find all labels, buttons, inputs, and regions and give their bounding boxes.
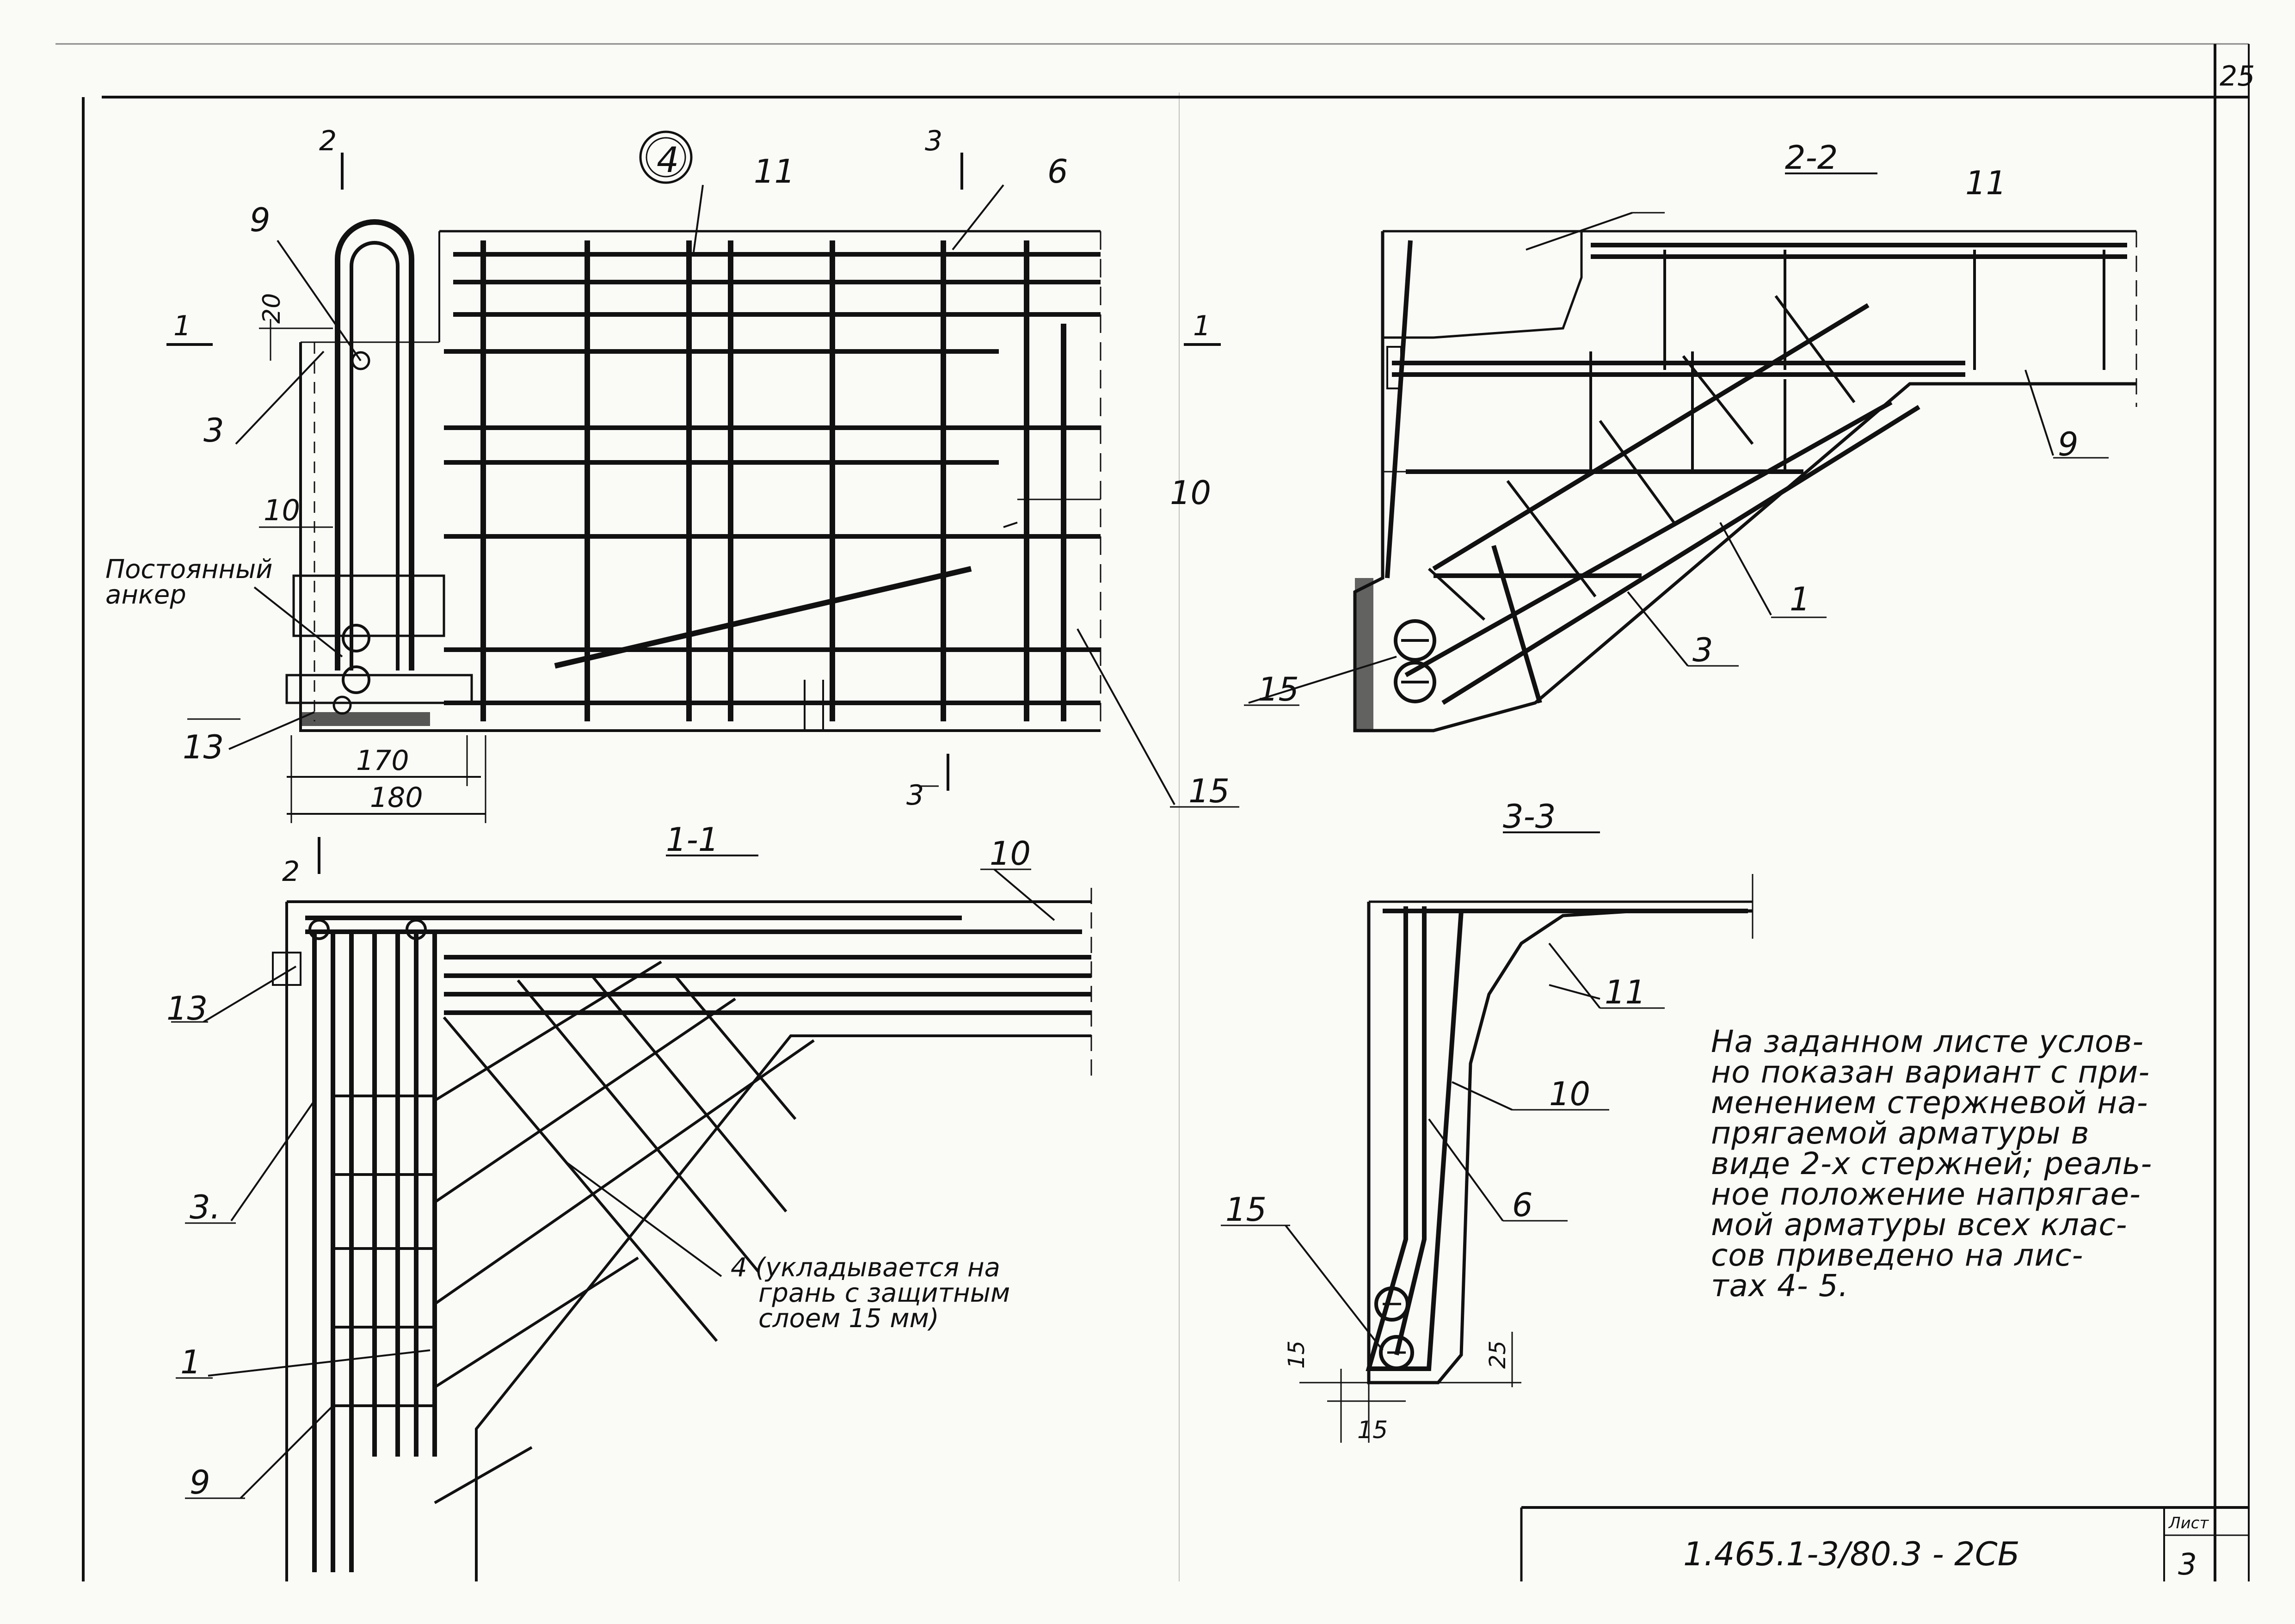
section-2-2-callout-9: 9 (2058, 425, 2079, 463)
drawing-code: 1.465.1-3/80.3 - 2СБ (1683, 1535, 2020, 1573)
view-4-callout-9: 9 (250, 201, 271, 239)
note-line: сов приведено на лис- (1711, 1237, 2084, 1273)
section-2-2-callout-15: 15 (1258, 671, 1299, 708)
section-mark-2-bottom: 2 (282, 855, 300, 888)
section-1-1-callout-3: 3. (190, 1188, 221, 1226)
section-3-3-dim-25: 25 (1485, 1341, 1511, 1369)
section-3-3-callout-11: 11 (1605, 973, 1646, 1011)
sheet-frame (55, 43, 2250, 1581)
view-4-callout-10b: 10 (1170, 474, 1211, 512)
section-1-1-note-line-2: грань с защитным (758, 1278, 1010, 1308)
section-1-1-callout-9: 9 (190, 1464, 210, 1501)
view-4-callout-6: 6 (1047, 153, 1068, 191)
view-4-dim-180: 180 (370, 781, 423, 814)
section-2-2-callout-1: 1 (1790, 580, 1810, 618)
section-2-2 (1244, 172, 2137, 732)
section-3-3-title: 3-3 (1503, 798, 1556, 836)
anchor-label-2: анкер (105, 580, 186, 610)
page-number: 25 (2220, 60, 2255, 92)
view-4-marker: 4 (657, 139, 679, 180)
note-line: ное положение напрягае- (1711, 1176, 2141, 1212)
view-4-dim-20: 20 (258, 293, 286, 324)
view-4-callout-10: 10 (264, 493, 300, 527)
view-4-plan (166, 130, 1239, 874)
section-mark-1-right: 1 (1193, 310, 1211, 342)
sheet-label: Лист (2168, 1514, 2209, 1532)
section-3-3-dim-15-bottom: 15 (1357, 1416, 1388, 1444)
section-mark-3-top: 3 (925, 125, 942, 157)
section-3-3-callout-10: 10 (1549, 1075, 1590, 1113)
section-3-3-callout-6: 6 (1512, 1186, 1533, 1224)
section-mark-1-left: 1 (173, 310, 191, 342)
anchor-label-1: Постоянный (105, 554, 273, 584)
section-2-2-title: 2-2 (1785, 139, 1838, 177)
note-line: мой арматуры всех клас- (1711, 1207, 2128, 1243)
view-4-callout-13: 13 (183, 728, 224, 766)
note-line: менением стержневой на- (1711, 1085, 2148, 1120)
section-1-1-callout-1: 1 (180, 1343, 201, 1381)
view-4-dim-170: 170 (356, 744, 409, 777)
section-1-1-callout-10: 10 (990, 835, 1031, 873)
note-line: На заданном листе услов- (1711, 1024, 2144, 1059)
section-3-3-dim-15-left: 15 (1284, 1341, 1310, 1369)
section-1-1-note-line-1: 4 (укладывается на (731, 1253, 1000, 1283)
sheet-value: 3 (2178, 1548, 2197, 1582)
view-4-callout-11: 11 (754, 153, 795, 191)
section-3-3-callout-15: 15 (1225, 1191, 1267, 1229)
note-line: виде 2-х стержней; реаль- (1711, 1146, 2153, 1181)
section-2-2-callout-11: 11 (1965, 164, 2006, 202)
section-mark-3-bottom: 3 (906, 779, 924, 812)
note-line: прягаемой арматуры в (1711, 1115, 2090, 1151)
section-3-3 (1221, 831, 1754, 1443)
view-4-callout-3: 3 (203, 412, 224, 449)
section-1-1-title: 1-1 (666, 821, 719, 859)
note-line: тах 4- 5. (1711, 1268, 1849, 1304)
general-note: На заданном листе услов- но показан вари… (1711, 1027, 2238, 1301)
section-1-1-note-line-3: слоем 15 мм) (758, 1304, 939, 1334)
section-1-1 (171, 855, 1092, 1581)
section-2-2-callout-3: 3 (1692, 631, 1713, 669)
view-4-callout-15: 15 (1188, 772, 1230, 810)
section-mark-2-top: 2 (319, 125, 337, 157)
note-line: но показан вариант с при- (1711, 1054, 2150, 1090)
section-1-1-callout-13: 13 (166, 990, 208, 1027)
